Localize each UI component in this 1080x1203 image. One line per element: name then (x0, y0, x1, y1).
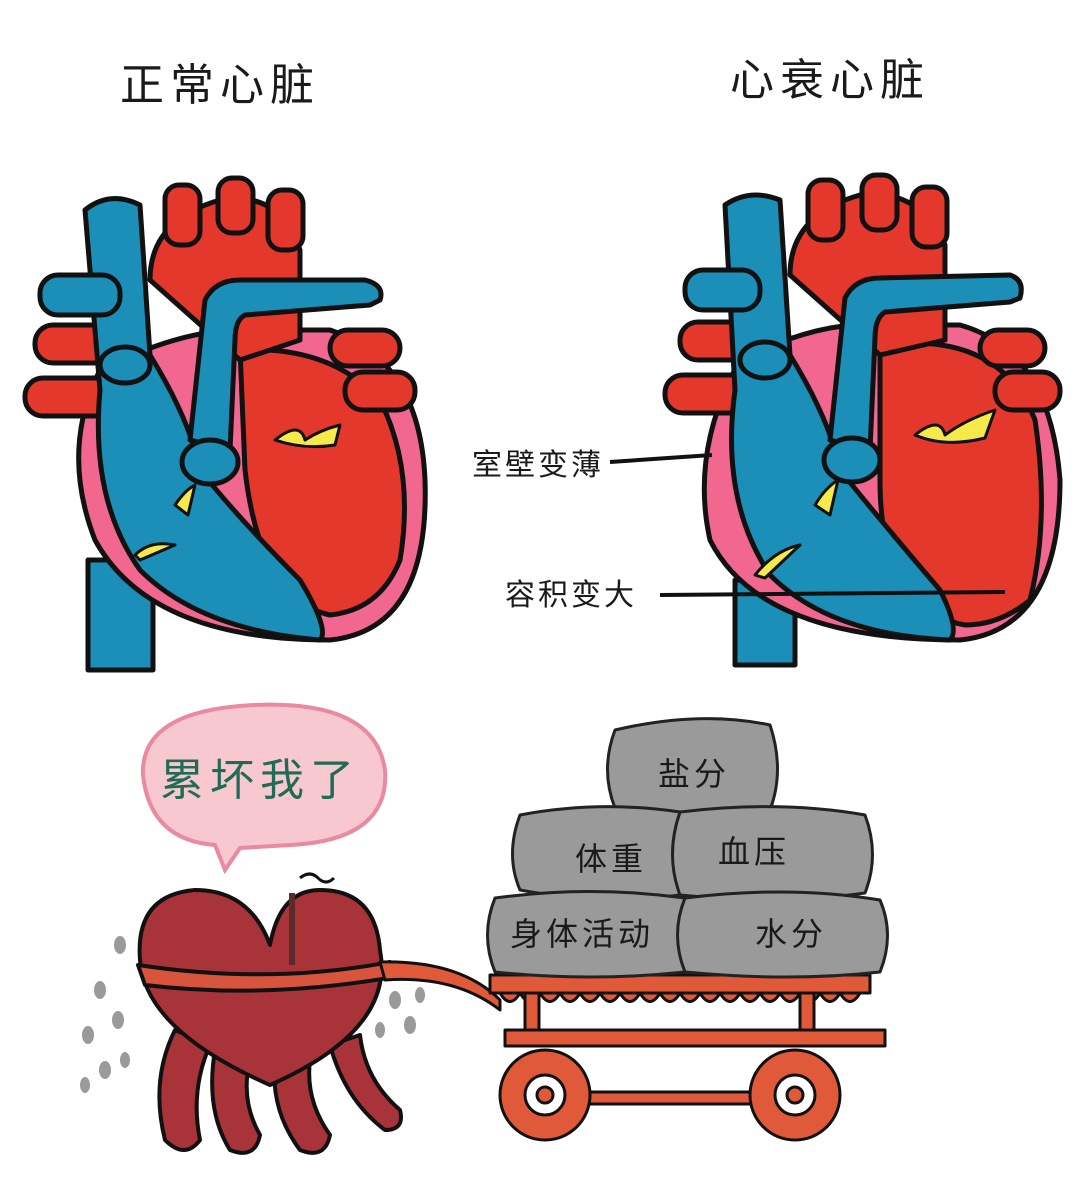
pulmonary-artery (827, 272, 1024, 453)
cart (378, 960, 887, 1142)
load-sacks (486, 717, 889, 979)
sack-blood-pressure (671, 805, 874, 902)
leader-line-volume (659, 590, 1006, 597)
valve (273, 423, 342, 449)
sack-water (676, 890, 889, 979)
label-volume-increase: 容积变大 (505, 578, 637, 613)
pulmonary-artery (187, 277, 384, 453)
tired-heart-character (80, 872, 425, 1155)
normal-heart (22, 175, 428, 673)
label-wall-thinning: 室壁变薄 (472, 448, 604, 483)
sack-label-weight: 体重 (575, 840, 647, 878)
title-failing-heart: 心衰心脏 (730, 55, 930, 106)
sack-label-water: 水分 (755, 915, 827, 953)
title-normal-heart: 正常心脏 (120, 60, 320, 111)
speech-bubble: 累坏我了 (140, 702, 388, 875)
speech-bubble-text: 累坏我了 (160, 755, 360, 806)
sweat-drops (80, 936, 425, 1093)
right-ventricle (82, 196, 325, 643)
failing-heart (662, 172, 1063, 668)
sack-label-blood-pressure: 血压 (718, 833, 790, 871)
enlarged-right-ventricle (722, 192, 956, 643)
sack-label-salt: 盐分 (658, 755, 730, 793)
leader-line-wall (609, 453, 713, 464)
sack-label-physical-activity: 身体活动 (510, 915, 654, 953)
